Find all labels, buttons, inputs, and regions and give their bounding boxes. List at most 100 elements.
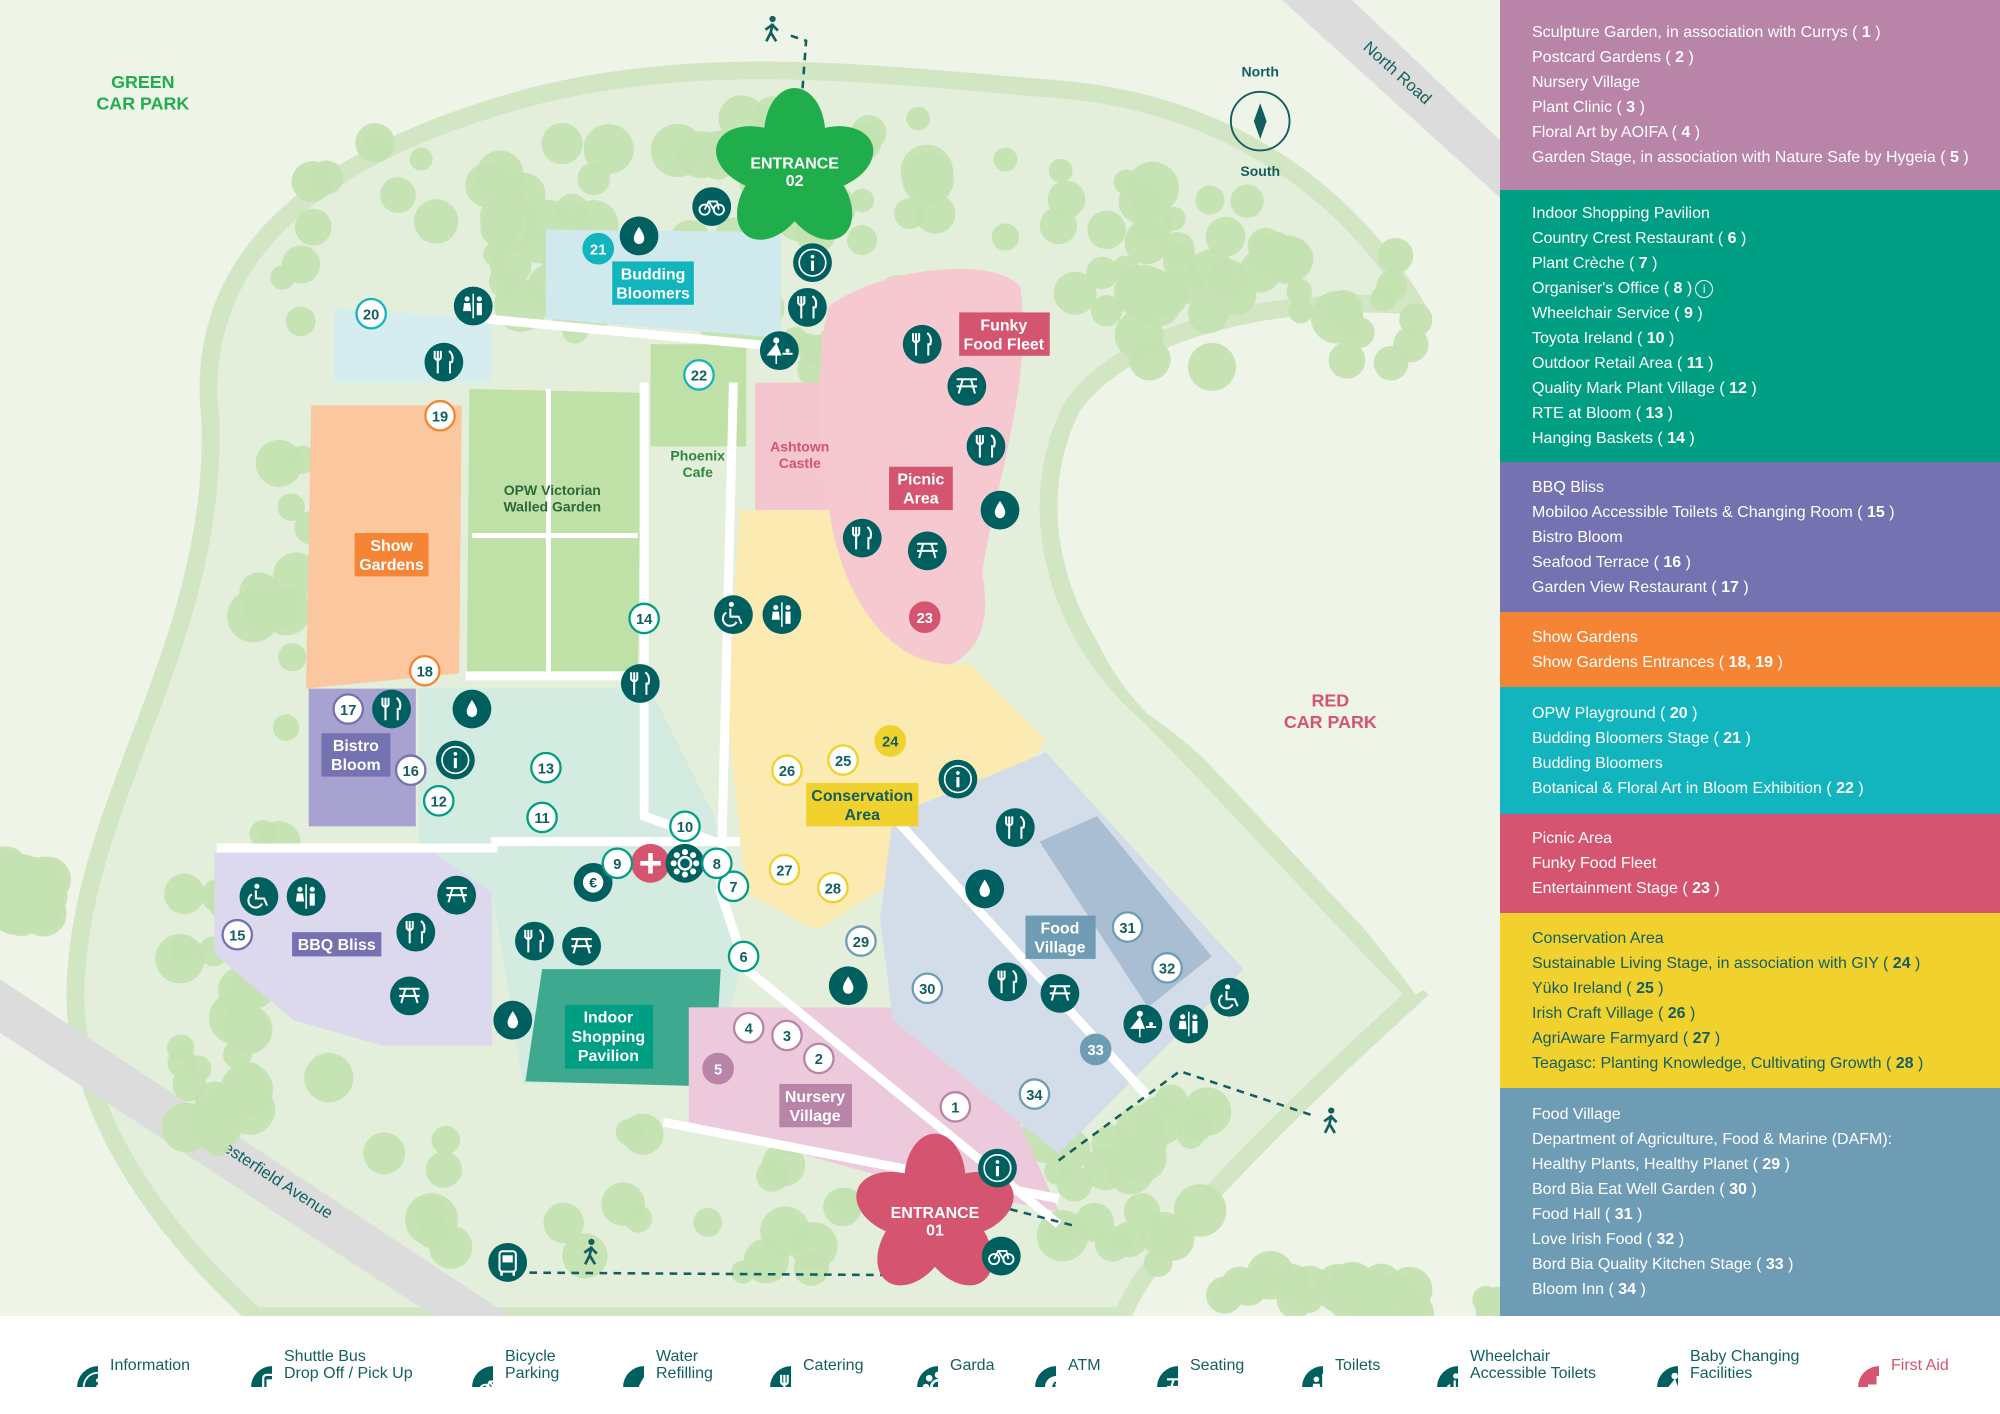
legend-list-item[interactable]: Teagasc: Planting Knowledge, Cultivating… (1532, 1051, 2000, 1076)
legend-list-item[interactable]: Nursery Village (1532, 70, 2000, 95)
location-marker-28[interactable]: 28 (817, 871, 849, 904)
location-marker-21[interactable]: 21 (582, 232, 615, 265)
cutlery-icon[interactable] (901, 323, 943, 365)
legend-list-item[interactable]: Irish Craft Village ( 26 ) (1532, 1001, 2000, 1026)
location-marker-14[interactable]: 14 (628, 602, 660, 635)
legend-list-item[interactable]: Mobiloo Accessible Toilets & Changing Ro… (1532, 500, 2000, 525)
location-marker-24[interactable]: 24 (874, 725, 907, 757)
wheelchair-icon[interactable] (238, 876, 280, 917)
legend-list-item[interactable]: Department of Agriculture, Food & Marine… (1532, 1127, 2000, 1152)
legend-list-item[interactable]: Conservation Area (1532, 926, 2000, 951)
legend-list-item[interactable]: Love Irish Food ( 32 ) (1532, 1227, 2000, 1252)
cutlery-icon[interactable] (841, 517, 883, 559)
legend-atm[interactable]: ATM (1012, 1342, 1101, 1388)
legend-list-item[interactable]: Outdoor Retail Area ( 11 ) (1532, 351, 2000, 376)
legend-garda[interactable]: Garda (894, 1342, 994, 1388)
information-icon[interactable] (435, 739, 476, 781)
toilets-icon[interactable] (1168, 1003, 1209, 1045)
legend-list-item[interactable]: Botanical & Floral Art in Bloom Exhibiti… (1532, 776, 2000, 801)
cutlery-icon[interactable] (395, 911, 437, 953)
information-icon[interactable] (937, 758, 979, 800)
location-marker-5[interactable]: 5 (702, 1052, 734, 1085)
information-icon[interactable] (977, 1147, 1018, 1189)
legend-list-item[interactable]: Healthy Plants, Healthy Planet ( 29 ) (1532, 1152, 2000, 1177)
legend-list-item[interactable]: AgriAware Farmyard ( 27 ) (1532, 1026, 2000, 1051)
cutlery-icon[interactable] (965, 425, 1007, 467)
location-marker-34[interactable]: 34 (1018, 1078, 1051, 1110)
location-marker-30[interactable]: 30 (911, 972, 944, 1005)
picnic-table-icon[interactable] (389, 975, 430, 1017)
legend-list-item[interactable]: Seafood Terrace ( 16 ) (1532, 550, 2000, 575)
legend-toilets[interactable]: Toilets (1279, 1342, 1380, 1388)
cutlery-icon[interactable] (786, 286, 828, 328)
location-marker-20[interactable]: 20 (355, 297, 387, 330)
location-marker-27[interactable]: 27 (768, 853, 801, 886)
picnic-table-icon[interactable] (561, 925, 603, 967)
water-drop-icon[interactable] (828, 966, 868, 1006)
legend-list-item[interactable]: Show Gardens (1532, 625, 2000, 650)
legend-list-item[interactable]: Bord Bia Quality Kitchen Stage ( 33 ) (1532, 1252, 2000, 1277)
picnic-table-icon[interactable] (436, 874, 478, 916)
water-drop-icon[interactable] (619, 216, 659, 256)
legend-list-item[interactable]: Country Crest Restaurant ( 6 ) (1532, 226, 2000, 251)
location-marker-10[interactable]: 10 (669, 810, 701, 843)
legend-list-item[interactable]: Sustainable Living Stage, in association… (1532, 951, 2000, 976)
first-aid-icon[interactable] (631, 844, 670, 883)
picnic-table-icon[interactable] (946, 365, 988, 407)
location-marker-31[interactable]: 31 (1111, 911, 1144, 943)
water-drop-icon[interactable] (452, 689, 492, 729)
location-marker-18[interactable]: 18 (408, 654, 441, 687)
legend-list-item[interactable]: Plant Crèche ( 7 ) (1532, 251, 2000, 276)
label-bbq-bliss[interactable]: BBQ Bliss (298, 937, 376, 954)
legend-first-aid[interactable]: First Aid (1835, 1342, 1949, 1388)
legend-list-item[interactable]: Show Gardens Entrances ( 18, 19 ) (1532, 650, 2000, 675)
location-marker-12[interactable]: 12 (422, 785, 455, 817)
toilets-icon[interactable] (285, 876, 327, 917)
baby-changing-icon[interactable] (1122, 1003, 1164, 1045)
legend-list-item[interactable]: OPW Playground ( 20 ) (1532, 701, 2000, 726)
picnic-table-icon[interactable] (906, 530, 948, 572)
legend-list-item[interactable]: RTE at Bloom ( 13 ) (1532, 401, 2000, 426)
legend-list-item[interactable]: Food Hall ( 31 ) (1532, 1202, 2000, 1227)
water-drop-icon[interactable] (493, 1000, 533, 1040)
cutlery-icon[interactable] (994, 807, 1036, 849)
toilets-icon[interactable] (761, 594, 803, 635)
location-marker-23[interactable]: 23 (908, 601, 941, 634)
location-marker-1[interactable]: 1 (939, 1091, 972, 1123)
legend-list-item[interactable]: Entertainment Stage ( 23 ) (1532, 876, 2000, 901)
legend-seating[interactable]: Seating (1134, 1342, 1244, 1388)
location-marker-4[interactable]: 4 (732, 1011, 765, 1044)
location-marker-8[interactable]: 8 (701, 847, 733, 880)
water-drop-icon[interactable] (980, 490, 1020, 530)
wheelchair-icon[interactable] (1209, 976, 1250, 1018)
location-marker-19[interactable]: 19 (424, 399, 456, 432)
legend-list-item[interactable]: Quality Mark Plant Village ( 12 ) (1532, 376, 2000, 401)
legend-list-item[interactable]: Bord Bia Eat Well Garden ( 30 ) (1532, 1177, 2000, 1202)
location-marker-25[interactable]: 25 (827, 744, 859, 776)
legend-list-item[interactable]: Hanging Baskets ( 14 ) (1532, 426, 2000, 451)
garda-badge-icon[interactable] (664, 842, 706, 884)
legend-list-item[interactable]: Floral Art by AOIFA ( 4 ) (1532, 120, 2000, 145)
location-marker-7[interactable]: 7 (717, 870, 750, 903)
location-marker-13[interactable]: 13 (530, 751, 562, 784)
legend-list-item[interactable]: Organiser's Office ( 8 )i (1532, 276, 2000, 301)
entrance-02[interactable]: ENTRANCE 02 (708, 87, 882, 254)
legend-list-item[interactable]: Food Village (1532, 1102, 2000, 1127)
legend-list-item[interactable]: Garden View Restaurant ( 17 ) (1532, 575, 2000, 600)
wheelchair-icon[interactable] (713, 594, 754, 636)
bus-icon[interactable] (487, 1242, 529, 1283)
legend-information[interactable]: Information (54, 1342, 190, 1388)
